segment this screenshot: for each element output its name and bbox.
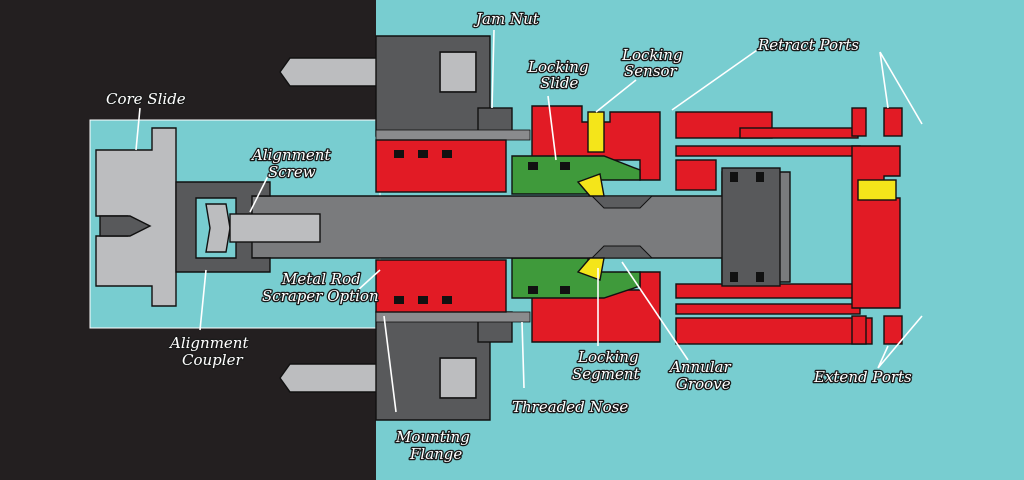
label-alignment-screw-line2: Screw — [268, 163, 316, 181]
alignment-screw — [229, 213, 321, 243]
label-annular-groove-line2: Groove — [676, 375, 731, 393]
piston — [721, 167, 781, 287]
seals — [394, 150, 570, 304]
label-locking-sensor: Locking Sensor — [621, 46, 687, 80]
alignment-coupler — [175, 181, 271, 273]
label-alignment-coupler-line2: Coupler — [182, 351, 243, 369]
label-alignment-screw-line1: Alignment — [250, 146, 331, 164]
label-metal-rod-scraper-line1: Metal Rod — [281, 270, 361, 288]
label-retract-ports: Retract Ports — [757, 36, 859, 54]
label-mounting-flange-line2: Flange — [409, 445, 462, 463]
label-locking-sensor-line1: Locking — [621, 46, 683, 64]
label-mounting-flange: Mounting Flange — [395, 428, 475, 463]
core-slide-tip — [99, 215, 152, 237]
label-metal-rod-scraper-line2: Scraper Option — [262, 287, 379, 305]
label-annular-groove: Annular Groove — [668, 358, 736, 393]
label-locking-slide-line2: Slide — [540, 74, 578, 92]
cylinder-tube — [675, 111, 873, 345]
locking-sensor — [587, 111, 605, 153]
threaded-nose-top — [375, 129, 531, 141]
label-alignment-screw: Alignment Screw — [250, 146, 335, 181]
label-mounting-flange-line1: Mounting — [395, 428, 470, 446]
alignment-screw-head — [205, 203, 231, 253]
label-locking-segment-line2: Segment — [572, 365, 641, 383]
threaded-nose-bottom — [375, 311, 531, 323]
label-extend-ports: Extend Ports — [813, 368, 912, 386]
label-alignment-coupler-line1: Alignment — [168, 334, 249, 352]
label-metal-rod-scraper: Metal Rod Scraper Option — [262, 270, 379, 305]
locking-slide — [511, 155, 641, 299]
rear-sensor — [857, 179, 897, 201]
label-core-slide: Core Slide — [106, 90, 186, 108]
annular-groove-shape — [590, 195, 654, 259]
label-threaded-nose: Threaded Nose — [512, 398, 628, 416]
label-locking-slide-line1: Locking — [527, 58, 589, 76]
label-locking-sensor-line2: Sensor — [624, 62, 678, 80]
label-locking-segment: Locking Segment — [572, 348, 643, 383]
mounting-flange — [375, 35, 491, 421]
label-alignment-coupler: Alignment Coupler — [168, 334, 253, 369]
label-jam-nut: Jam Nut — [473, 10, 540, 28]
leader-lines — [135, 29, 923, 413]
label-locking-segment-line1: Locking — [577, 348, 639, 366]
label-locking-slide: Locking Slide — [527, 58, 593, 92]
label-annular-groove-line1: Annular — [668, 358, 732, 376]
